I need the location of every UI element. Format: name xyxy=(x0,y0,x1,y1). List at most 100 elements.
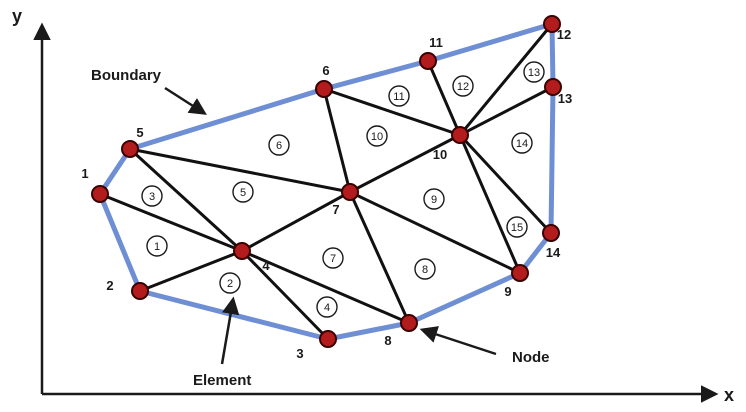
node-marker xyxy=(91,185,109,203)
node-11: 11 xyxy=(419,35,443,70)
element-8: 8 xyxy=(414,258,436,280)
node-2: 2 xyxy=(106,278,149,300)
element-number: 1 xyxy=(154,241,160,253)
node-annotation: Node xyxy=(419,326,550,366)
edge-layer xyxy=(98,22,555,341)
element-1: 1 xyxy=(146,235,168,257)
axes: y x xyxy=(12,6,734,405)
node-number: 8 xyxy=(384,333,391,348)
element-9: 9 xyxy=(423,188,445,210)
element-4: 4 xyxy=(316,296,338,318)
node-14: 14 xyxy=(542,224,561,260)
mesh-edge-9-10 xyxy=(458,133,522,275)
node-7: 7 xyxy=(332,183,359,217)
node-number: 3 xyxy=(296,346,303,361)
element-circle xyxy=(523,61,545,83)
node-label: Node xyxy=(512,349,550,366)
element-number: 2 xyxy=(227,278,233,290)
element-10: 10 xyxy=(366,125,388,147)
node-marker xyxy=(419,52,437,70)
element-circle xyxy=(268,134,290,156)
element-circle xyxy=(146,235,168,257)
element-circle xyxy=(452,75,474,97)
element-number: 14 xyxy=(516,138,528,150)
element-7: 7 xyxy=(322,247,344,269)
node-marker xyxy=(131,282,149,300)
node-1: 1 xyxy=(81,166,109,203)
mesh-edge-6-10 xyxy=(322,87,462,137)
node-marker xyxy=(542,224,560,242)
element-circle xyxy=(511,132,533,154)
mesh-edge-4-5 xyxy=(128,147,244,253)
node-9: 9 xyxy=(504,264,529,299)
element-circle xyxy=(506,216,528,238)
element-circle xyxy=(366,125,388,147)
mesh-edge-10-14 xyxy=(458,133,553,235)
node-3: 3 xyxy=(296,330,337,361)
node-marker xyxy=(319,330,337,348)
element-circle xyxy=(232,181,254,203)
element-circle xyxy=(322,247,344,269)
boundary-label: Boundary xyxy=(91,67,162,84)
node-marker xyxy=(121,140,139,158)
node-marker xyxy=(233,242,251,260)
mesh-edge-2-4 xyxy=(138,249,244,293)
element-label: Element xyxy=(193,372,251,389)
node-marker xyxy=(341,183,359,201)
mesh-edge-1-4 xyxy=(98,192,244,253)
x-axis-label: x xyxy=(724,385,734,405)
element-2: 2 xyxy=(219,272,241,294)
node-6: 6 xyxy=(315,63,333,98)
element-3: 3 xyxy=(141,185,163,207)
element-number: 7 xyxy=(330,253,336,265)
node-number: 5 xyxy=(136,125,143,140)
node-10: 10 xyxy=(433,126,469,162)
node-marker xyxy=(543,15,561,33)
node-number: 1 xyxy=(81,166,88,181)
element-11: 11 xyxy=(388,85,410,107)
node-number: 4 xyxy=(262,258,270,273)
element-number: 15 xyxy=(511,222,523,234)
element-15: 15 xyxy=(506,216,528,238)
element-circle xyxy=(219,272,241,294)
node-number: 10 xyxy=(433,147,447,162)
element-arrow xyxy=(220,296,240,365)
element-number: 13 xyxy=(528,67,540,79)
mesh-edge-6-7 xyxy=(322,87,352,194)
mesh-edge-10-11 xyxy=(426,59,462,137)
mesh-edge-7-10 xyxy=(348,133,462,194)
node-12: 12 xyxy=(543,15,571,42)
mesh-edge-3-4 xyxy=(240,249,330,341)
node-marker xyxy=(511,264,529,282)
mesh-edge-4-7 xyxy=(240,190,352,253)
y-axis-label: y xyxy=(12,6,22,26)
element-number: 11 xyxy=(393,91,404,103)
node-number: 13 xyxy=(558,91,572,106)
element-number: 10 xyxy=(371,131,383,143)
node-number: 9 xyxy=(504,284,511,299)
node-marker xyxy=(400,314,418,332)
node-marker xyxy=(544,78,562,96)
node-number: 7 xyxy=(332,202,339,217)
element-number: 4 xyxy=(324,302,330,314)
element-5: 5 xyxy=(232,181,254,203)
node-marker xyxy=(451,126,469,144)
node-number: 12 xyxy=(557,27,571,42)
node-8: 8 xyxy=(384,314,418,348)
mesh-edge-5-7 xyxy=(128,147,352,194)
boundary-arrow xyxy=(164,86,207,115)
mesh-edge-10-12 xyxy=(458,22,554,137)
element-12: 12 xyxy=(452,75,474,97)
element-number: 9 xyxy=(431,194,437,206)
element-number: 12 xyxy=(457,81,469,93)
boundary-layer xyxy=(97,21,556,342)
mesh-edge-7-8 xyxy=(348,190,411,325)
node-marker xyxy=(315,80,333,98)
node-5: 5 xyxy=(121,125,144,158)
node-number: 2 xyxy=(106,278,113,293)
node-number: 11 xyxy=(429,35,443,50)
node-13: 13 xyxy=(544,78,572,106)
